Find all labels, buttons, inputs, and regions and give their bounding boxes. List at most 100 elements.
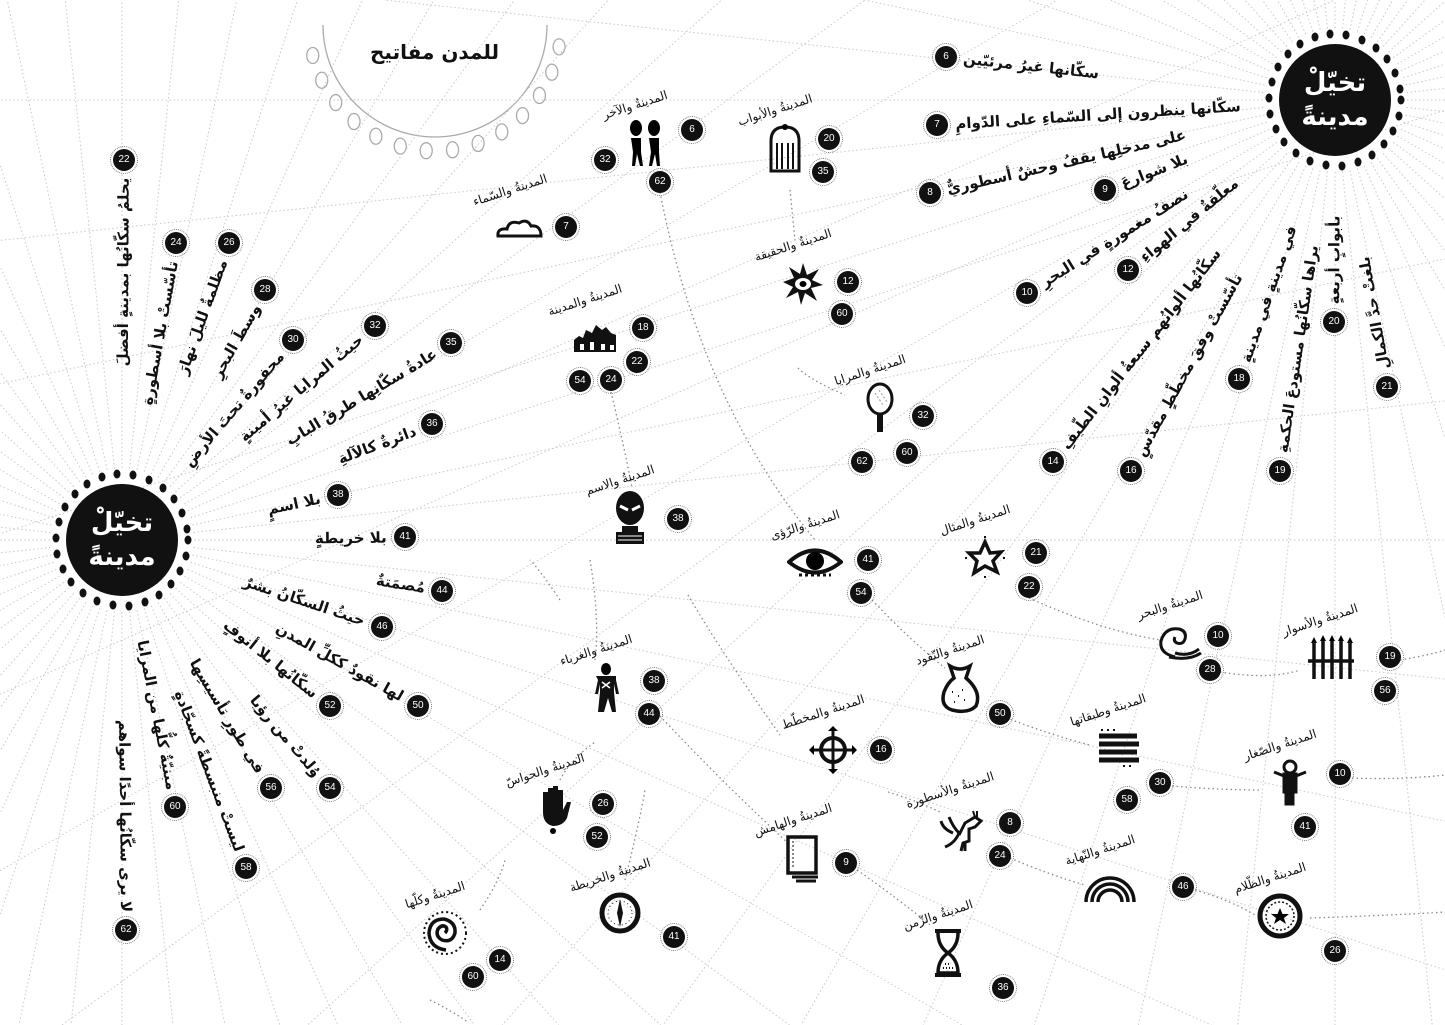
ray-number-badge[interactable]: 28	[251, 276, 279, 304]
hand-icon[interactable]	[537, 782, 573, 838]
mirror-icon[interactable]	[865, 381, 895, 439]
stranger-icon[interactable]	[590, 662, 622, 718]
ray-number-badge[interactable]: 41	[391, 523, 419, 551]
sun-border-dot	[1266, 109, 1274, 119]
night-star-icon[interactable]	[1257, 893, 1303, 943]
ray-number-badge[interactable]: 35	[437, 329, 465, 357]
node-page-badge[interactable]: 52	[583, 823, 611, 851]
ray-number-badge[interactable]: 18	[1225, 365, 1253, 393]
node-page-badge[interactable]: 24	[597, 366, 625, 394]
node-page-badge[interactable]: 41	[854, 546, 882, 574]
node-page-badge[interactable]: 7	[552, 213, 580, 241]
node-page-badge[interactable]: 62	[848, 448, 876, 476]
ray-number-badge[interactable]: 8	[916, 179, 944, 207]
node-page-badge[interactable]: 9	[832, 849, 860, 877]
wave-icon[interactable]	[1155, 623, 1205, 667]
ray-number-badge[interactable]: 52	[316, 692, 344, 720]
ray-number-badge[interactable]: 10	[1013, 279, 1041, 307]
cloud-icon[interactable]	[495, 216, 545, 244]
node-page-badge[interactable]: 60	[828, 300, 856, 328]
node-page-badge[interactable]: 41	[660, 923, 688, 951]
node-page-badge[interactable]: 16	[867, 736, 895, 764]
ray-number-badge[interactable]: 62	[112, 916, 140, 944]
node-page-badge[interactable]: 30	[1146, 769, 1174, 797]
ray-number-badge[interactable]: 16	[1117, 457, 1145, 485]
spiral-icon[interactable]	[422, 910, 468, 960]
node-page-badge[interactable]: 54	[847, 579, 875, 607]
node-page-badge[interactable]: 32	[909, 402, 937, 430]
rainbow-icon[interactable]	[1080, 870, 1140, 910]
mask-icon[interactable]	[612, 490, 648, 550]
compass-cross-icon[interactable]	[808, 725, 858, 779]
ray-number-badge[interactable]: 14	[1039, 448, 1067, 476]
ray-number-badge[interactable]: 50	[404, 692, 432, 720]
node-page-badge[interactable]: 54	[566, 367, 594, 395]
node-page-badge[interactable]: 20	[815, 125, 843, 153]
node-page-badge[interactable]: 26	[589, 790, 617, 818]
ray-number-badge[interactable]: 36	[418, 410, 446, 438]
door-icon[interactable]	[767, 123, 803, 177]
hourglass-icon[interactable]	[931, 928, 965, 982]
ray-number-badge[interactable]: 19	[1266, 457, 1294, 485]
star-icon[interactable]	[963, 536, 1007, 584]
node-page-badge[interactable]: 44	[635, 700, 663, 728]
ray-number-badge[interactable]: 46	[368, 613, 396, 641]
node-page-badge[interactable]: 10	[1326, 760, 1354, 788]
node-page-badge[interactable]: 38	[664, 505, 692, 533]
ray-number-badge[interactable]: 44	[428, 577, 456, 605]
ray-number-badge[interactable]: 54	[316, 774, 344, 802]
node-page-badge[interactable]: 14	[486, 946, 514, 974]
node-page-badge[interactable]: 24	[986, 842, 1014, 870]
layers-icon[interactable]	[1095, 726, 1141, 774]
ray-number-badge[interactable]: 58	[232, 854, 260, 882]
node-page-badge[interactable]: 22	[623, 348, 651, 376]
node-page-badge[interactable]: 46	[1169, 873, 1197, 901]
child-icon[interactable]	[1270, 758, 1310, 812]
ray-number-badge[interactable]: 12	[1114, 256, 1142, 284]
ray-number-badge[interactable]: 32	[361, 312, 389, 340]
node-page-badge[interactable]: 60	[459, 963, 487, 991]
fence-icon[interactable]	[1306, 633, 1354, 687]
ray-number-badge[interactable]: 7	[923, 111, 951, 139]
star-eye-icon[interactable]	[781, 261, 825, 309]
node-page-badge[interactable]: 10	[1204, 622, 1232, 650]
page-icon[interactable]	[784, 833, 822, 887]
ray-number-badge[interactable]: 30	[279, 326, 307, 354]
compass-icon[interactable]	[598, 891, 642, 939]
eye-icon[interactable]	[785, 545, 845, 585]
node-page-badge[interactable]: 41	[1291, 813, 1319, 841]
sun-ray	[1356, 0, 1368, 32]
money-bag-icon[interactable]	[938, 662, 982, 718]
node-page-badge[interactable]: 22	[1015, 573, 1043, 601]
node-page-badge[interactable]: 26	[1321, 937, 1349, 965]
ray-number-badge[interactable]: 60	[161, 793, 189, 821]
ray-number-badge[interactable]: 56	[257, 774, 285, 802]
node-page-badge[interactable]: 36	[989, 974, 1017, 1002]
dragon-icon[interactable]	[935, 803, 985, 857]
node-page-badge[interactable]: 28	[1196, 656, 1224, 684]
ray-number-badge[interactable]: 22	[110, 146, 138, 174]
node-page-badge[interactable]: 56	[1371, 677, 1399, 705]
ray-number-badge[interactable]: 9	[1091, 176, 1119, 204]
node-page-badge[interactable]: 35	[809, 158, 837, 186]
node-page-badge[interactable]: 58	[1113, 786, 1141, 814]
node-page-badge[interactable]: 19	[1376, 643, 1404, 671]
node-page-badge[interactable]: 21	[1022, 539, 1050, 567]
node-page-badge[interactable]: 6	[678, 116, 706, 144]
ray-number-badge[interactable]: 6	[932, 43, 960, 71]
node-page-badge[interactable]: 18	[629, 314, 657, 342]
ray-number-badge[interactable]: 21	[1373, 373, 1401, 401]
node-page-badge[interactable]: 38	[640, 667, 668, 695]
two-figures-icon[interactable]	[623, 118, 667, 172]
node-page-badge[interactable]: 50	[986, 700, 1014, 728]
node-page-badge[interactable]: 62	[646, 168, 674, 196]
node-page-badge[interactable]: 60	[893, 439, 921, 467]
ray-number-badge[interactable]: 20	[1320, 308, 1348, 336]
node-page-badge[interactable]: 32	[591, 146, 619, 174]
node-page-badge[interactable]: 12	[834, 268, 862, 296]
ray-number-badge[interactable]: 24	[162, 229, 190, 257]
node-page-badge[interactable]: 8	[996, 809, 1024, 837]
ray-number-badge[interactable]: 38	[324, 481, 352, 509]
city-icon[interactable]	[570, 322, 620, 358]
ray-number-badge[interactable]: 26	[215, 229, 243, 257]
